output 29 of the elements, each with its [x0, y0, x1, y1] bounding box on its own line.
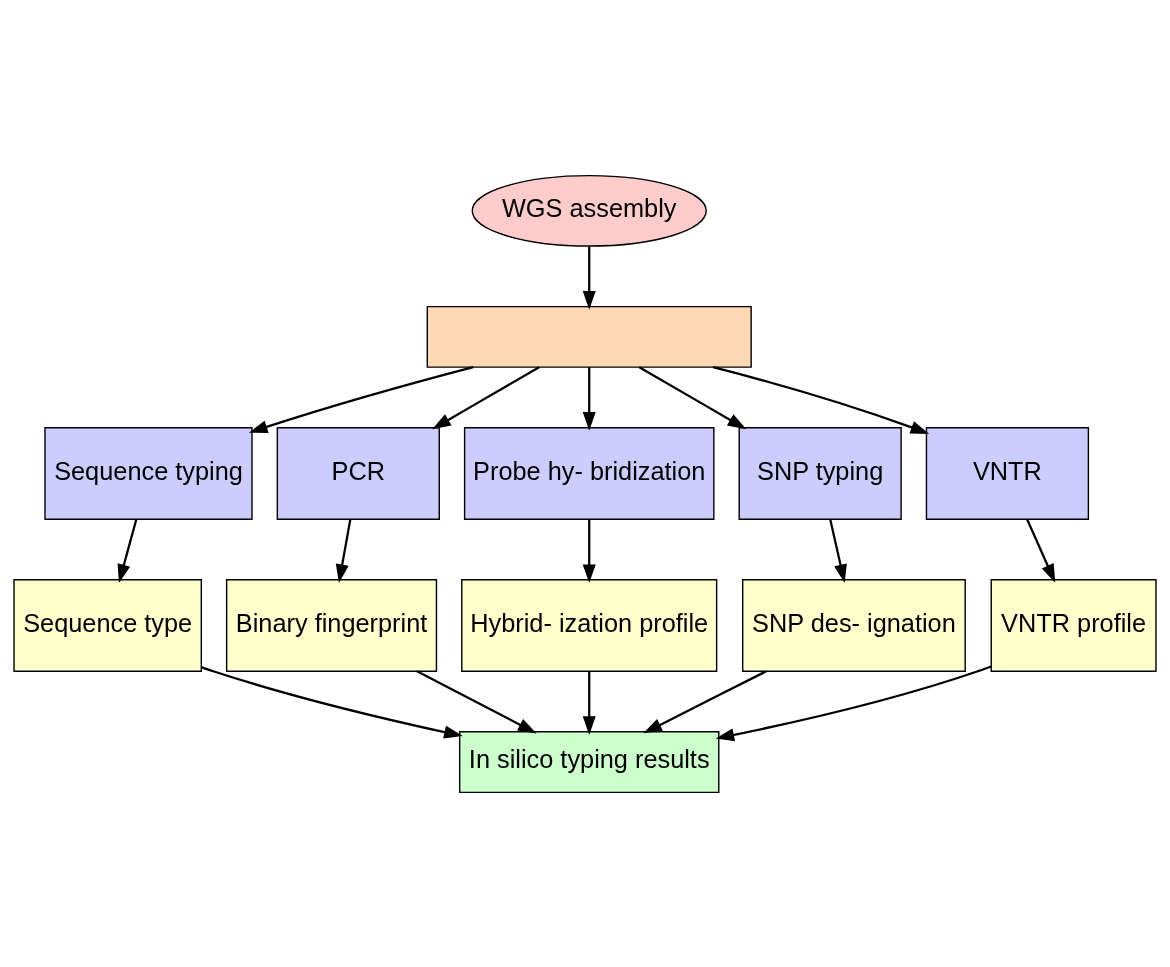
arrow — [117, 518, 138, 583]
node-box: Sequence typing — [44, 426, 253, 520]
node-box: Hybrid- ization profile — [461, 578, 718, 672]
node-box: Probe hy- bridization — [463, 426, 715, 520]
arrow — [643, 669, 767, 733]
node-box: Sequence type — [13, 578, 202, 672]
arrow — [715, 664, 992, 741]
node-box: SNP typing — [738, 426, 902, 520]
arrow — [1026, 518, 1056, 583]
node-box: VNTR — [925, 426, 1090, 520]
arrow — [582, 366, 596, 431]
arrow — [248, 365, 474, 433]
node-box: Binary fingerprint — [225, 578, 438, 672]
node-box: SNP des- ignation — [742, 578, 966, 672]
arrow — [201, 665, 463, 738]
arrow — [335, 518, 352, 583]
arrow — [416, 669, 537, 733]
node-box: VNTR profile — [990, 578, 1157, 672]
arrow — [432, 365, 540, 429]
node-box: PCR — [276, 426, 440, 520]
node-ellipse: WGS assembly — [471, 174, 707, 247]
arrow — [829, 518, 847, 583]
node-box: In silico typing results — [458, 730, 720, 793]
arrow — [582, 670, 596, 735]
arrow — [582, 518, 596, 583]
node-box — [426, 305, 752, 368]
arrow — [582, 246, 596, 310]
arrow — [638, 365, 747, 429]
arrow — [712, 365, 930, 434]
